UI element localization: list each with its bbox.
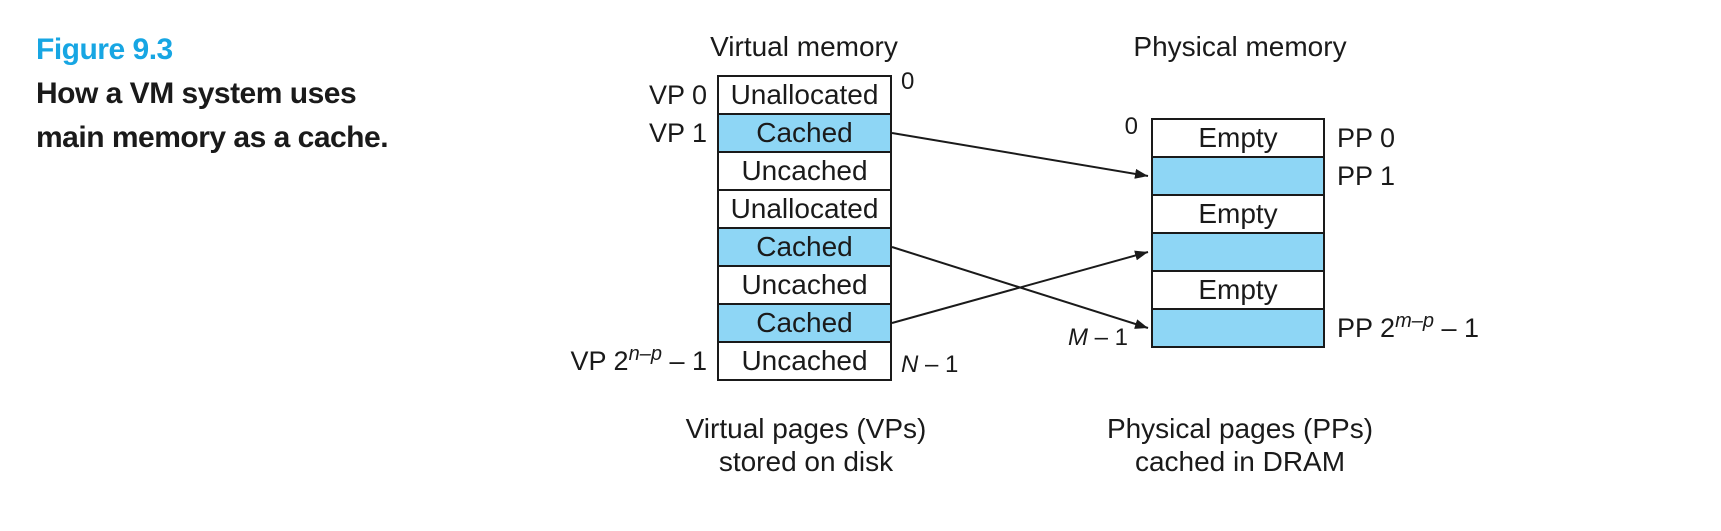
label-vp-last-exponent: n–p <box>628 343 662 365</box>
label-pp-last-pre: PP 2 <box>1337 313 1396 343</box>
vm-row-7-uncached: Uncached <box>717 341 892 381</box>
label-vp-last-post: – 1 <box>661 346 707 376</box>
label-vp-last: VP 2n–p – 1 <box>477 341 707 381</box>
vm-address-top: 0 <box>901 68 915 95</box>
vm-row-4-state-label: Cached <box>756 231 853 262</box>
pm-row-4-state-label: Empty <box>1198 274 1278 305</box>
vm-row-5-uncached: Uncached <box>717 265 892 305</box>
vm-row-4-cached: Cached <box>717 227 892 267</box>
vm-address-bottom-symbol: N <box>901 351 919 378</box>
vm-footer: Virtual pages (VPs) stored on disk <box>606 412 1006 478</box>
pm-row-5-cached-page <box>1151 308 1325 348</box>
figure-caption: Figure 9.3 How a VM system uses main mem… <box>36 28 389 160</box>
vm-row-0-unallocated: Unallocated <box>717 75 892 115</box>
pm-row-0-state-label: Empty <box>1198 122 1278 153</box>
caption-line-1: How a VM system uses <box>36 77 357 110</box>
vm-row-1-state-label: Cached <box>756 117 853 148</box>
label-vp0: VP 0 <box>648 80 707 110</box>
pm-footer: Physical pages (PPs) cached in DRAM <box>1040 412 1440 478</box>
mapping-arrow-vp6-to-pp3 <box>891 250 1149 324</box>
vm-row-6-cached: Cached <box>717 303 892 343</box>
vm-row-2-state-label: Uncached <box>741 155 868 186</box>
pm-row-2-empty: Empty <box>1151 194 1325 234</box>
pm-row-4-empty: Empty <box>1151 270 1325 310</box>
vm-row-6-state-label: Cached <box>756 307 853 338</box>
vm-row-1-cached: Cached <box>717 113 892 153</box>
label-vp-last-pre: VP 2 <box>570 346 629 376</box>
virtual-memory-title: Virtual memory <box>710 31 898 62</box>
label-pp-last-exponent: m–p <box>1395 310 1434 332</box>
label-vp1: VP 1 <box>648 118 707 148</box>
pm-address-bottom-symbol: M <box>1067 324 1088 351</box>
pm-row-3-cached-page <box>1151 232 1325 272</box>
label-pp-last: PP 2m–p – 1 <box>1337 308 1717 348</box>
label-pp-last-post: – 1 <box>1433 313 1480 343</box>
caption-line-2: main memory as a cache. <box>36 121 389 154</box>
mapping-arrow-vp4-to-pp5 <box>891 246 1149 329</box>
label-pp0: PP 0 <box>1337 123 1396 153</box>
pm-footer-line-2: cached in DRAM <box>1134 446 1346 477</box>
vm-footer-line-1: Virtual pages (VPs) <box>685 413 927 444</box>
vm-address-bottom: N – 1 <box>901 352 958 378</box>
vm-row-2-uncached: Uncached <box>717 151 892 191</box>
physical-memory-title: Physical memory <box>1133 31 1347 62</box>
pm-row-1-cached-page <box>1151 156 1325 196</box>
vm-row-3-unallocated: Unallocated <box>717 189 892 229</box>
vm-address-bottom-rest: – 1 <box>918 351 959 378</box>
vm-row-0-state-label: Unallocated <box>730 79 879 110</box>
pm-address-top: 0 <box>1124 113 1138 140</box>
pm-row-2-state-label: Empty <box>1198 198 1278 229</box>
label-pp1: PP 1 <box>1337 161 1396 191</box>
vm-row-5-state-label: Uncached <box>741 269 868 300</box>
pm-address-bottom-rest: – 1 <box>1087 324 1128 351</box>
vm-footer-line-2: stored on disk <box>718 446 894 477</box>
pm-footer-line-1: Physical pages (PPs) <box>1106 413 1374 444</box>
vm-row-7-state-label: Uncached <box>741 345 868 376</box>
vm-row-3-state-label: Unallocated <box>730 193 879 224</box>
figure-number: Figure 9.3 <box>36 33 173 66</box>
pm-address-bottom: M – 1 <box>908 325 1128 351</box>
pm-row-0-empty: Empty <box>1151 118 1325 158</box>
